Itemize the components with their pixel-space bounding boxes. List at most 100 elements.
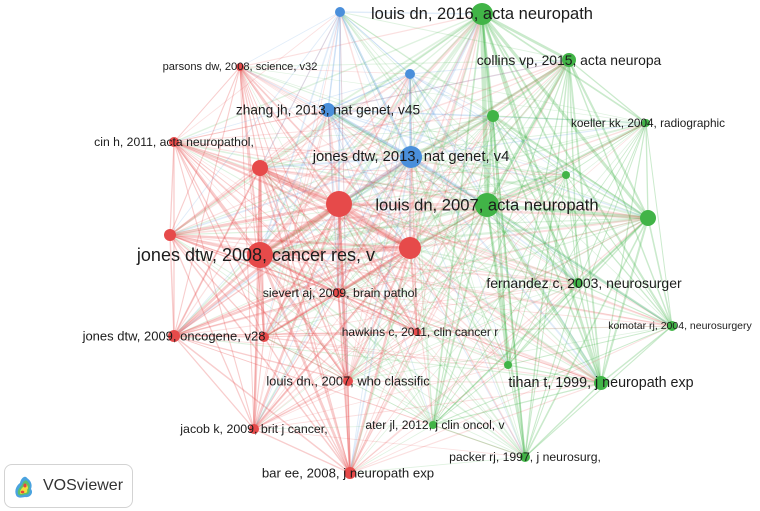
node-label[interactable]: ater jl, 2012, j clin oncol, v [365, 418, 504, 432]
node-label[interactable]: jones dtw, 2008, cancer res, v [136, 245, 375, 265]
node-label[interactable]: parsons dw, 2008, science, v32 [163, 61, 318, 73]
network-node[interactable] [471, 3, 493, 25]
node-label[interactable]: cin h, 2011, acta neuropathol, [94, 135, 254, 149]
network-edge [169, 167, 261, 236]
network-node[interactable] [562, 171, 570, 179]
network-edge [339, 11, 509, 366]
network-node[interactable] [321, 103, 335, 117]
network-node[interactable] [487, 110, 499, 122]
vosviewer-logo-button[interactable]: VOSviewer [4, 464, 133, 508]
network-edge [173, 167, 261, 337]
network-node[interactable] [344, 467, 356, 479]
network-edge [492, 115, 567, 176]
network-edge [339, 11, 483, 15]
network-edge [337, 174, 567, 294]
network-edge [327, 109, 602, 384]
network-edge [337, 202, 603, 385]
network-edge [172, 202, 341, 338]
network-edge [327, 13, 483, 111]
node-label[interactable]: zhang jh, 2013, nat genet, v45 [236, 103, 421, 118]
network-edge [565, 174, 649, 219]
network-node[interactable] [168, 330, 180, 342]
network-node[interactable] [343, 376, 353, 386]
node-label[interactable]: hawkins c, 2011, clin cancer r [342, 325, 499, 339]
network-node[interactable] [504, 361, 512, 369]
network-edge [259, 254, 579, 284]
network-node[interactable] [400, 146, 422, 168]
network-edge [173, 141, 339, 294]
network-edge [524, 325, 673, 458]
network-node[interactable] [169, 137, 179, 147]
network-node[interactable] [236, 63, 244, 71]
network-node[interactable] [333, 288, 343, 298]
network-node[interactable] [667, 321, 677, 331]
network-node[interactable] [594, 376, 608, 390]
network-edge [432, 382, 602, 426]
network-edge [173, 141, 526, 458]
network-edge [338, 203, 418, 333]
network-edge [327, 109, 567, 176]
network-node[interactable] [164, 229, 176, 241]
network-node[interactable] [252, 160, 268, 176]
network-edge [259, 254, 673, 327]
network-edge [337, 217, 649, 294]
node-label[interactable]: louis dn, 2016, acta neuropath [371, 5, 593, 23]
network-edge [253, 217, 649, 430]
network-edge [409, 73, 488, 206]
node-label[interactable]: jones dtw, 2013, nat genet, v4 [312, 149, 510, 165]
network-edge [647, 217, 673, 327]
network-edge [410, 156, 673, 327]
network-node[interactable] [335, 7, 345, 17]
network-edge [481, 13, 567, 176]
network-node[interactable] [247, 242, 273, 268]
network-edge [239, 66, 649, 219]
node-label[interactable]: komotar rj, 2004, neurosurgery [608, 320, 752, 332]
network-edge [507, 364, 602, 384]
network-edge [173, 73, 411, 337]
network-edge [239, 66, 647, 124]
network-node[interactable] [413, 328, 421, 336]
network-edge [239, 59, 570, 68]
node-label[interactable]: sievert aj, 2009, brain pathol [263, 286, 418, 300]
node-label[interactable]: packer rj, 1997, j neurosurg, [449, 450, 601, 464]
network-edge [524, 382, 602, 458]
network-node[interactable] [642, 119, 650, 127]
node-label[interactable]: tihan t, 1999, j neuropath exp [508, 375, 693, 391]
network-node[interactable] [573, 278, 583, 288]
network-edge [263, 109, 329, 338]
network-node[interactable] [475, 193, 499, 217]
network-node[interactable] [429, 421, 437, 429]
network-edge [565, 174, 579, 284]
node-label[interactable]: louis dn., 2007, who classific [266, 374, 430, 389]
network-edge [253, 424, 434, 430]
network-node[interactable] [520, 452, 530, 462]
network-node[interactable] [399, 237, 421, 259]
node-label[interactable]: bar ee, 2008, j neuropath exp [262, 466, 434, 481]
network-edge [339, 11, 570, 61]
network-node[interactable] [405, 69, 415, 79]
network-edge [239, 13, 483, 68]
network-node[interactable] [326, 191, 352, 217]
network-edge [263, 217, 649, 338]
network-node[interactable] [249, 424, 259, 434]
node-label[interactable]: koeller kk, 2004, radiographic [571, 116, 725, 130]
network-node[interactable] [259, 332, 269, 342]
network-edge [432, 122, 647, 426]
network-edge [259, 11, 341, 169]
network-edge [410, 59, 570, 158]
network-edge [410, 156, 526, 458]
network-node[interactable] [562, 53, 576, 67]
node-label[interactable]: collins vp, 2015, acta neuropa [477, 52, 662, 68]
node-label[interactable]: jones dtw, 2009, oncogene, v28 [82, 329, 266, 344]
node-label[interactable]: louis dn, 2007, acta neuropath [375, 196, 598, 215]
network-edge [258, 12, 484, 170]
network-edge [263, 331, 418, 338]
network-edge [410, 156, 434, 426]
network-edge [410, 156, 567, 176]
network-edge [258, 253, 352, 475]
network-node[interactable] [640, 210, 656, 226]
network-edge [239, 66, 434, 426]
node-label[interactable]: jacob k, 2009, brit j cancer, [179, 422, 327, 436]
node-label[interactable]: fernandez c, 2003, neurosurger [486, 275, 682, 291]
